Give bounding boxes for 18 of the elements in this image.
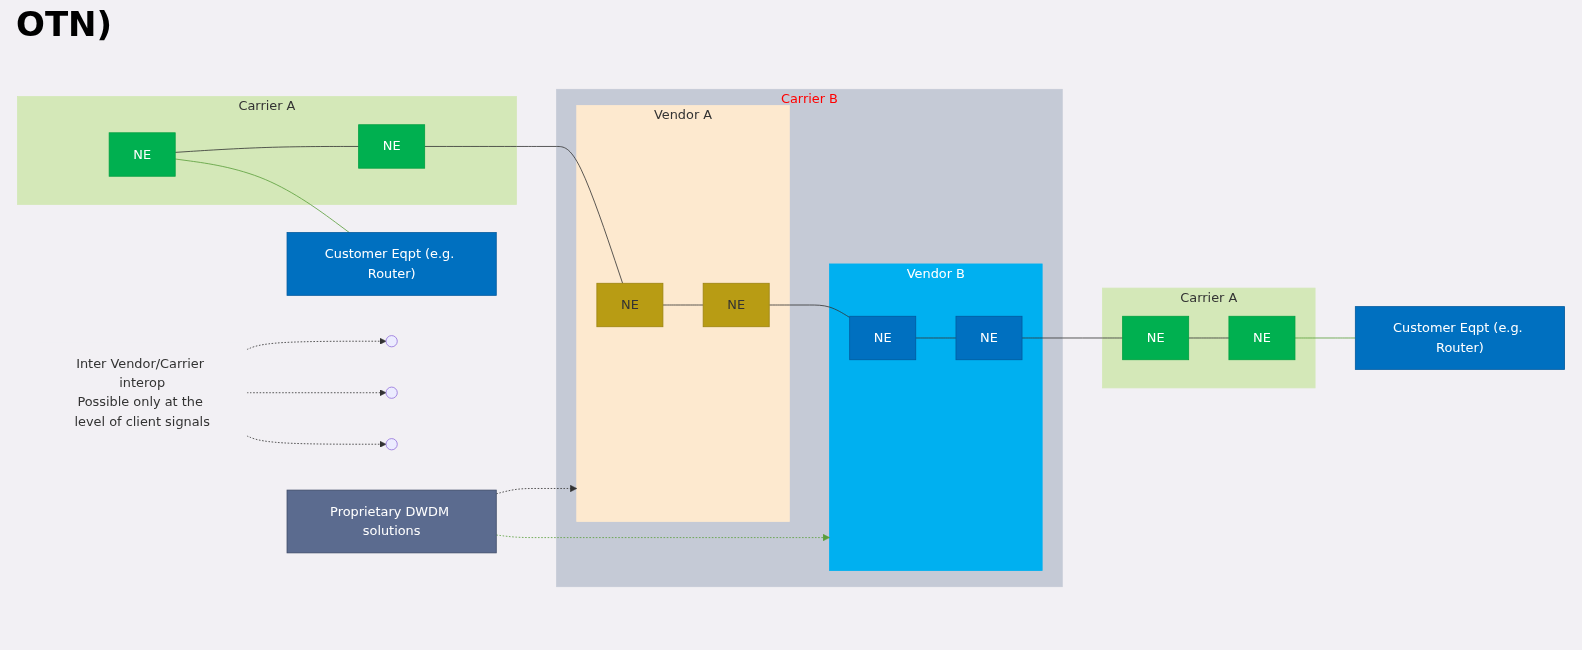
node-box: NE (702, 282, 770, 328)
node-box: NE (596, 282, 664, 328)
connector (1294, 337, 1356, 339)
node-box: Customer Eqpt (e.g. Router) (286, 232, 497, 296)
node-box: Proprietary DWDM solutions (286, 489, 497, 554)
connector (768, 304, 851, 318)
node-box: NE (1228, 315, 1296, 361)
node-box: NE (1122, 315, 1190, 361)
node-text: Inter Vendor/Carrier interop Possible only at the level of client signals (74, 355, 210, 429)
node-box: NE (108, 132, 176, 177)
node-box: Customer Eqpt (e.g. Router) (1354, 306, 1565, 370)
connector (174, 146, 359, 153)
node-box: NE (849, 315, 917, 361)
node-box: NE (358, 124, 426, 169)
connector (174, 158, 350, 233)
slide-title: OTN) (16, 4, 114, 44)
node-box: NE (955, 315, 1023, 361)
connector (424, 146, 623, 284)
